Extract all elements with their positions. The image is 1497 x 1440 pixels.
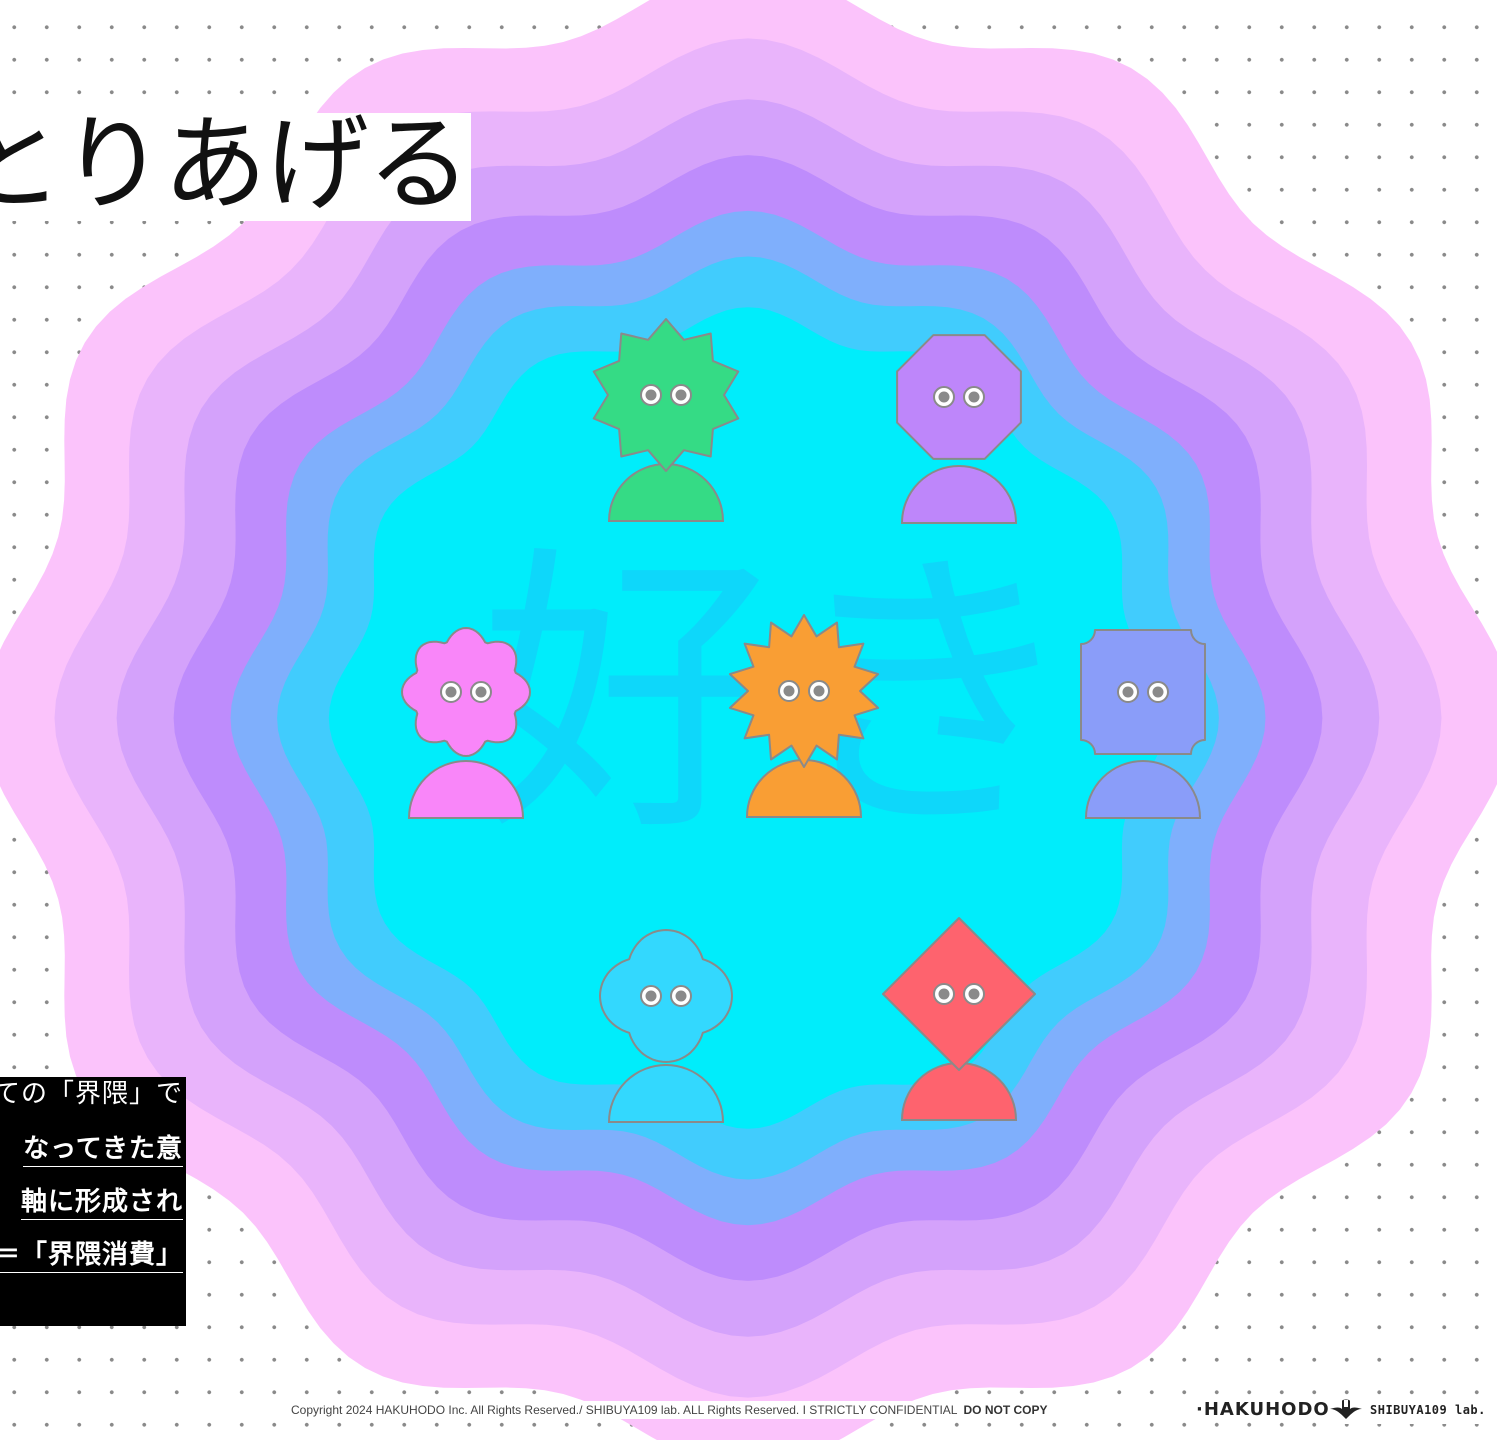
character-diamond [882, 917, 1036, 1121]
character-notched-square [1080, 629, 1206, 819]
character-head [728, 614, 880, 768]
pupil-2 [968, 988, 980, 1000]
hakuhodo-logo: ·HAKUHODO· [1196, 1398, 1338, 1422]
character-octagon [896, 334, 1022, 524]
character-sun [728, 614, 880, 818]
character-head [599, 929, 733, 1063]
character-head [401, 627, 531, 757]
title-box: とりあげる [0, 113, 471, 221]
character-clover [599, 929, 733, 1123]
pupil-1 [938, 391, 950, 403]
character-head [896, 334, 1022, 460]
pupil-1 [645, 389, 657, 401]
shibuya109-logo-text: SHIBUYA109 lab. [1370, 1403, 1486, 1417]
pupil-2 [813, 685, 825, 697]
pupil-2 [968, 391, 980, 403]
footer-copyright: Copyright 2024 HAKUHODO Inc. All Rights … [291, 1401, 1054, 1419]
character-body [1084, 760, 1202, 819]
shibuya109-logo: SHIBUYA109 lab. [1328, 1396, 1486, 1424]
character-body [900, 465, 1018, 524]
character-head [882, 917, 1036, 1071]
pupil-1 [645, 990, 657, 1002]
pupil-2 [475, 686, 487, 698]
character-flower [401, 627, 531, 819]
character-body [407, 760, 525, 819]
pupil-2 [1152, 686, 1164, 698]
do-not-copy-label: DO NOT COPY [963, 1403, 1048, 1417]
pupil-1 [938, 988, 950, 1000]
pupil-1 [1122, 686, 1134, 698]
copyright-text: Copyright 2024 HAKUHODO Inc. All Rights … [291, 1403, 958, 1417]
pupil-2 [675, 990, 687, 1002]
shibuya109-mark-icon [1330, 1399, 1362, 1419]
character-head [1080, 629, 1206, 755]
page-title: とりあげる [0, 113, 471, 221]
pupil-1 [445, 686, 457, 698]
body-line-1: ての「界隈」で [0, 1079, 183, 1109]
character-group [401, 318, 1206, 1123]
pupil-2 [675, 389, 687, 401]
body-text-box: ての「界隈」で なってきた意 軸に形成され ＝「界隈消費」 [0, 1077, 186, 1326]
pupil-1 [783, 685, 795, 697]
character-spiky-star [592, 318, 740, 522]
character-body [607, 1064, 725, 1123]
body-line-2: なってきた意 [23, 1132, 183, 1167]
body-line-3: 軸に形成され [20, 1185, 183, 1220]
body-line-4: ＝「界隈消費」 [0, 1238, 183, 1273]
character-head [592, 318, 740, 472]
